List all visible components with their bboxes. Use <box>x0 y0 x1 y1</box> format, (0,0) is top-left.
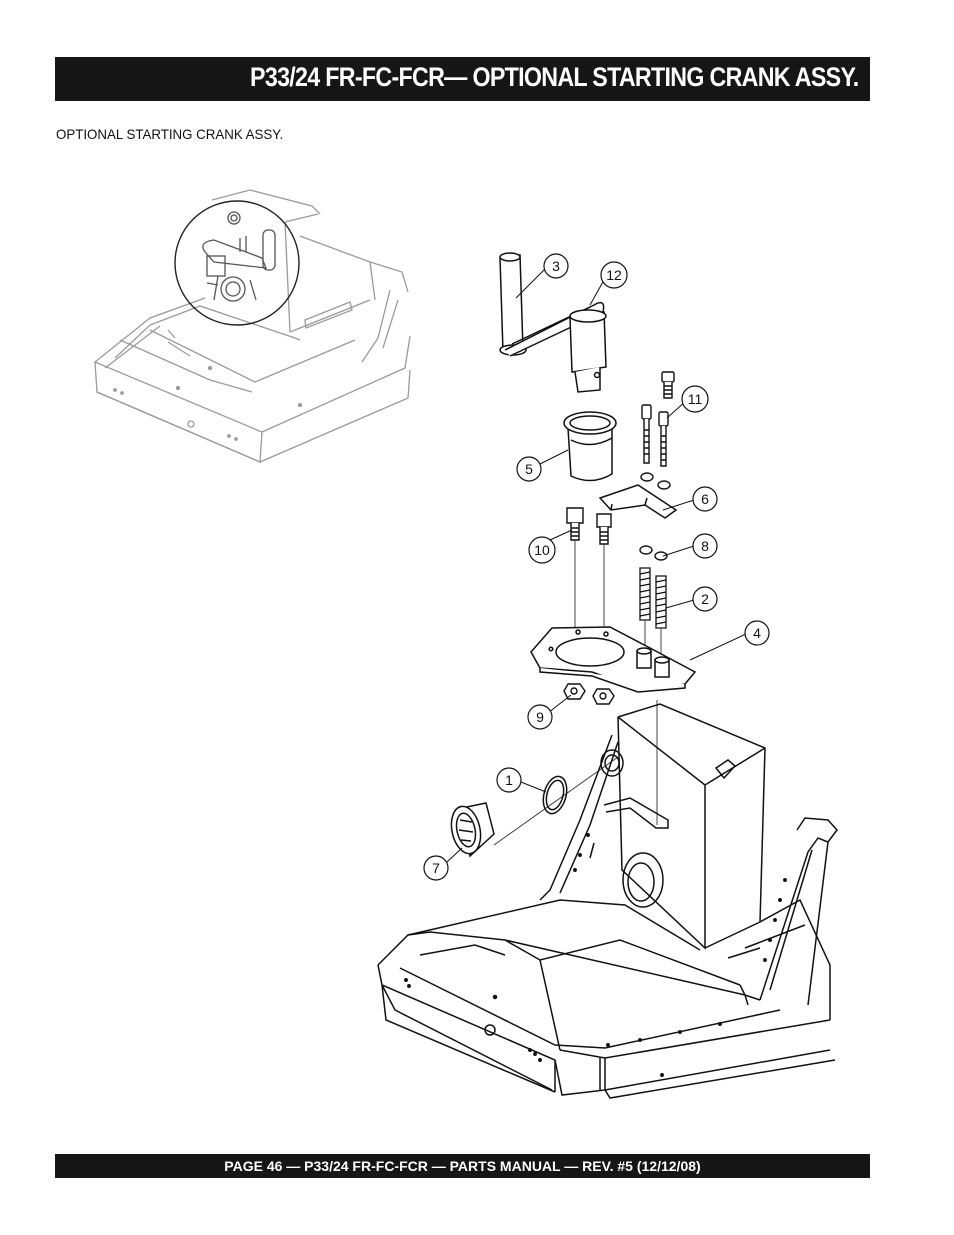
page-footer-bar: PAGE 46 — P33/24 FR-FC-FCR — PARTS MANUA… <box>55 1154 870 1178</box>
svg-text:9: 9 <box>536 709 544 725</box>
section-subtitle: OPTIONAL STARTING CRANK ASSY. <box>56 126 284 142</box>
svg-text:3: 3 <box>552 258 560 274</box>
callout-12: 12 <box>600 261 628 289</box>
callout-2: 2 <box>692 586 718 612</box>
callout-8: 8 <box>692 533 718 559</box>
callout-7: 7 <box>423 855 449 881</box>
callout-11: 11 <box>681 385 709 413</box>
o-ring-part <box>542 775 568 815</box>
leader-lines <box>446 267 747 863</box>
svg-text:4: 4 <box>753 625 761 641</box>
callout-3: 3 <box>543 253 569 279</box>
mounting-plate-part <box>530 626 697 693</box>
alignment-lines <box>493 540 662 846</box>
springs-part <box>639 567 667 629</box>
crank-handle-part <box>499 252 607 393</box>
callout-1: 1 <box>496 767 522 793</box>
short-bolts-part <box>566 507 612 545</box>
svg-text:10: 10 <box>534 542 550 558</box>
long-bolts-part <box>640 371 675 490</box>
inset-overview-drawing <box>94 189 411 463</box>
callout-4: 4 <box>744 620 770 646</box>
nuts-part <box>639 545 668 561</box>
inset-crank-detail <box>174 200 300 326</box>
svg-text:11: 11 <box>688 391 703 407</box>
lock-nuts-part <box>563 683 615 705</box>
svg-text:5: 5 <box>525 461 533 477</box>
page-footer: PAGE 46 — P33/24 FR-FC-FCR — PARTS MANUA… <box>224 1158 701 1174</box>
svg-text:8: 8 <box>701 538 709 554</box>
callout-9: 9 <box>527 704 553 730</box>
svg-text:1: 1 <box>505 772 513 788</box>
page-title: P33/24 FR-FC-FCR— OPTIONAL STARTING CRAN… <box>249 62 859 92</box>
machine-frame <box>377 703 838 1099</box>
page-title-bar: P33/24 FR-FC-FCR— OPTIONAL STARTING CRAN… <box>55 57 870 101</box>
svg-text:6: 6 <box>701 491 709 507</box>
clamp-plate-part <box>598 484 678 519</box>
svg-text:2: 2 <box>701 591 709 607</box>
svg-text:7: 7 <box>432 860 440 876</box>
callout-10: 10 <box>528 536 556 564</box>
callout-6: 6 <box>692 486 718 512</box>
svg-text:12: 12 <box>606 267 622 283</box>
cover-plug-part <box>450 802 495 858</box>
bushing-part <box>563 411 617 482</box>
callout-5: 5 <box>516 456 542 482</box>
